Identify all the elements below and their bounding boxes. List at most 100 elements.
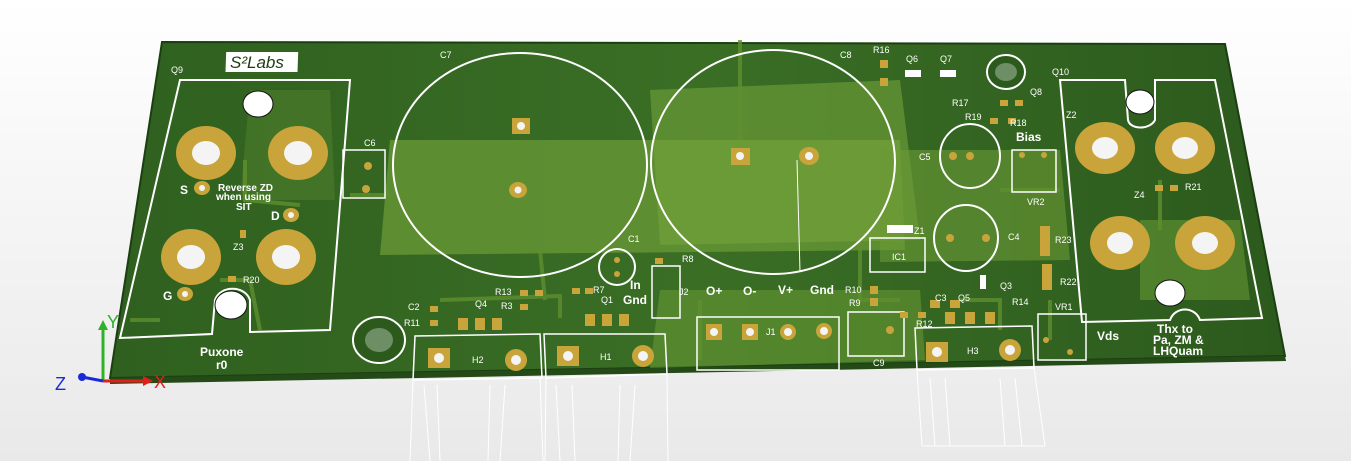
label-r8: R8 xyxy=(682,254,694,264)
h2-transistor xyxy=(409,333,544,462)
label-s: S xyxy=(180,183,188,197)
label-q4: Q4 xyxy=(475,299,487,309)
copper-pour xyxy=(650,80,920,245)
label-h3: H3 xyxy=(967,346,979,356)
label-gnd-in: Gnd xyxy=(623,293,647,307)
mount-hole xyxy=(242,90,274,118)
label-r18: R18 xyxy=(1010,118,1027,128)
label-thx-1: Thx to xyxy=(1157,322,1193,336)
q9-pads xyxy=(161,126,328,301)
label-vr1: VR1 xyxy=(1055,302,1073,312)
label-r20: R20 xyxy=(243,275,260,285)
label-r23: R23 xyxy=(1055,235,1072,245)
q9-outline xyxy=(118,79,352,340)
c1-outline xyxy=(598,248,636,286)
label-q1: Q1 xyxy=(601,295,613,305)
label-q6: Q6 xyxy=(906,54,918,64)
label-r3: R3 xyxy=(501,301,513,311)
label-c8: C8 xyxy=(840,50,852,60)
vr2-outline xyxy=(1011,149,1057,193)
label-r14: R14 xyxy=(1012,297,1029,307)
mount-hole xyxy=(365,328,393,352)
label-r13: R13 xyxy=(495,287,512,297)
traces xyxy=(130,40,1162,360)
smd-components xyxy=(228,60,1178,330)
label-q5: Q5 xyxy=(958,293,970,303)
c8-divider xyxy=(796,159,801,273)
mount-hole xyxy=(214,290,248,320)
label-ic1: IC1 xyxy=(892,252,906,262)
label-gnd-out: Gnd xyxy=(810,283,834,297)
label-thx-2: Pa, ZM & xyxy=(1153,333,1204,347)
label-o-minus: O- xyxy=(743,284,756,298)
axis-triad[interactable]: Y X Z xyxy=(55,312,166,394)
label-h2: H2 xyxy=(472,355,484,365)
label-reverse-3: SIT xyxy=(236,202,252,213)
label-in: In xyxy=(630,278,641,292)
label-c5: C5 xyxy=(919,152,931,162)
mount-hole xyxy=(1154,279,1186,307)
label-z1: Z1 xyxy=(914,226,925,236)
logo-badge xyxy=(225,52,299,72)
x-axis-arrow xyxy=(143,376,153,386)
label-v-plus: V+ xyxy=(778,283,793,297)
label-q7: Q7 xyxy=(940,54,952,64)
label-r21: R21 xyxy=(1185,182,1202,192)
label-d: D xyxy=(271,209,280,223)
label-c6: C6 xyxy=(364,138,376,148)
j1-outline xyxy=(696,316,840,371)
h1-transistor xyxy=(543,333,669,462)
label-reverse-2: when using xyxy=(215,192,271,203)
c6-outline xyxy=(342,149,386,199)
label-r7: R7 xyxy=(593,285,605,295)
y-axis-arrow xyxy=(98,320,108,330)
label-r11: R11 xyxy=(404,318,420,328)
c8-capacitor-outline xyxy=(650,49,896,275)
label-q10: Q10 xyxy=(1052,67,1069,77)
label-h1: H1 xyxy=(600,352,612,362)
z-axis-dot xyxy=(78,373,86,381)
c7-capacitor-outline xyxy=(392,52,648,278)
ic1-outline xyxy=(869,237,926,273)
label-r22: R22 xyxy=(1060,277,1077,287)
mount-hole xyxy=(995,63,1017,81)
c9-outline xyxy=(847,311,905,357)
label-j1: J1 xyxy=(766,327,776,337)
label-o-plus: O+ xyxy=(706,284,722,298)
label-vr2: VR2 xyxy=(1027,197,1045,207)
label-c2: C2 xyxy=(408,302,420,312)
logo: S²Labs xyxy=(230,53,284,72)
label-z4: Z4 xyxy=(1134,190,1145,200)
label-c3: C3 xyxy=(935,293,947,303)
label-vds: Vds xyxy=(1097,329,1119,343)
label-r19: R19 xyxy=(965,112,982,122)
label-thx-3: LHQuam xyxy=(1153,344,1203,358)
label-r17: R17 xyxy=(952,98,969,108)
label-c4: C4 xyxy=(1008,232,1020,242)
mount-hole xyxy=(1125,89,1155,115)
label-r9: R9 xyxy=(849,298,861,308)
h3-transistor xyxy=(914,325,1046,447)
c4-outline xyxy=(933,204,999,272)
label-c7: C7 xyxy=(440,50,452,60)
label-j2: J2 xyxy=(679,287,689,297)
y-axis-label: Y xyxy=(107,312,119,332)
label-z3: Z3 xyxy=(233,242,244,252)
z-axis-label: Z xyxy=(55,374,66,394)
q10-pads xyxy=(1075,122,1235,270)
label-g: G xyxy=(163,289,172,303)
c5-outline xyxy=(939,123,1001,189)
label-r10: R10 xyxy=(845,285,862,295)
label-z2: Z2 xyxy=(1066,110,1077,120)
label-bias: Bias xyxy=(1016,130,1042,144)
j2-outline xyxy=(651,265,681,319)
label-q8: Q8 xyxy=(1030,87,1042,97)
label-c1: C1 xyxy=(628,234,640,244)
label-r0: r0 xyxy=(216,358,228,372)
label-q3: Q3 xyxy=(1000,281,1012,291)
label-q9: Q9 xyxy=(171,65,183,75)
label-puxone: Puxone xyxy=(200,345,244,359)
label-reverse-1: Reverse ZD xyxy=(218,183,273,194)
